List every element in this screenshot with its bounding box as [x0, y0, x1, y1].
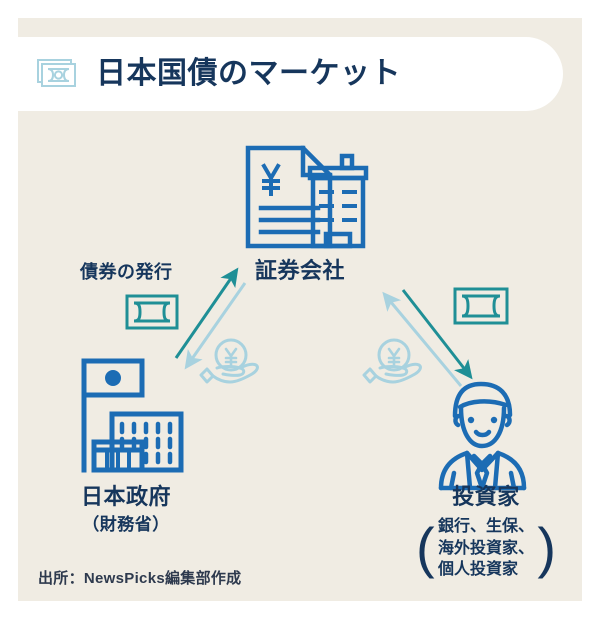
- hand-holding-yen-icon-right: [362, 338, 422, 384]
- header-banner: 日本国債のマーケット: [18, 37, 563, 111]
- source-note: 出所：NewsPicks編集部作成: [38, 570, 242, 587]
- arrow-payment-to-government: [184, 282, 247, 370]
- arrow-bond-issue: [174, 267, 239, 359]
- hand-holding-yen-icon-left: [199, 338, 259, 384]
- investor-detail-line: 個人投資家: [437, 561, 518, 579]
- node-label-investor: 投資家 ( 銀行、生保、 海外投資家、 個人投資家 ): [388, 484, 582, 581]
- government-icon: [81, 358, 184, 473]
- arrow-bond-sale: [401, 289, 473, 380]
- infographic-canvas: 日本国債のマーケット 債券の発行 証券会社 日本政府 （財務省） 投資家 ( 銀…: [18, 18, 582, 601]
- node-label-government: 日本政府 （財務省）: [34, 484, 218, 535]
- investor-icon: [438, 381, 527, 491]
- investor-detail-list: ( 銀行、生保、 海外投資家、 個人投資家 ): [415, 516, 556, 580]
- investor-title: 投資家: [452, 484, 520, 509]
- bond-note-icon-right: [453, 287, 509, 325]
- arrow-payment-to-securities: [382, 291, 463, 387]
- flow-label-bond-issue: 債券の発行: [80, 262, 173, 282]
- page-title: 日本国債のマーケット: [96, 57, 401, 90]
- securities-company-icon: [245, 145, 369, 249]
- node-label-securities: 証券会社: [18, 258, 582, 284]
- investor-detail-line: 銀行、生保、: [437, 517, 534, 535]
- government-title: 日本政府: [80, 484, 171, 509]
- banknotes-icon: [37, 59, 76, 87]
- government-subtitle: （財務省）: [82, 514, 170, 534]
- securities-title: 証券会社: [254, 258, 345, 283]
- bond-note-icon-left: [125, 294, 179, 330]
- investor-detail-line: 海外投資家、: [437, 539, 534, 557]
- diagram-svg: [81, 145, 527, 491]
